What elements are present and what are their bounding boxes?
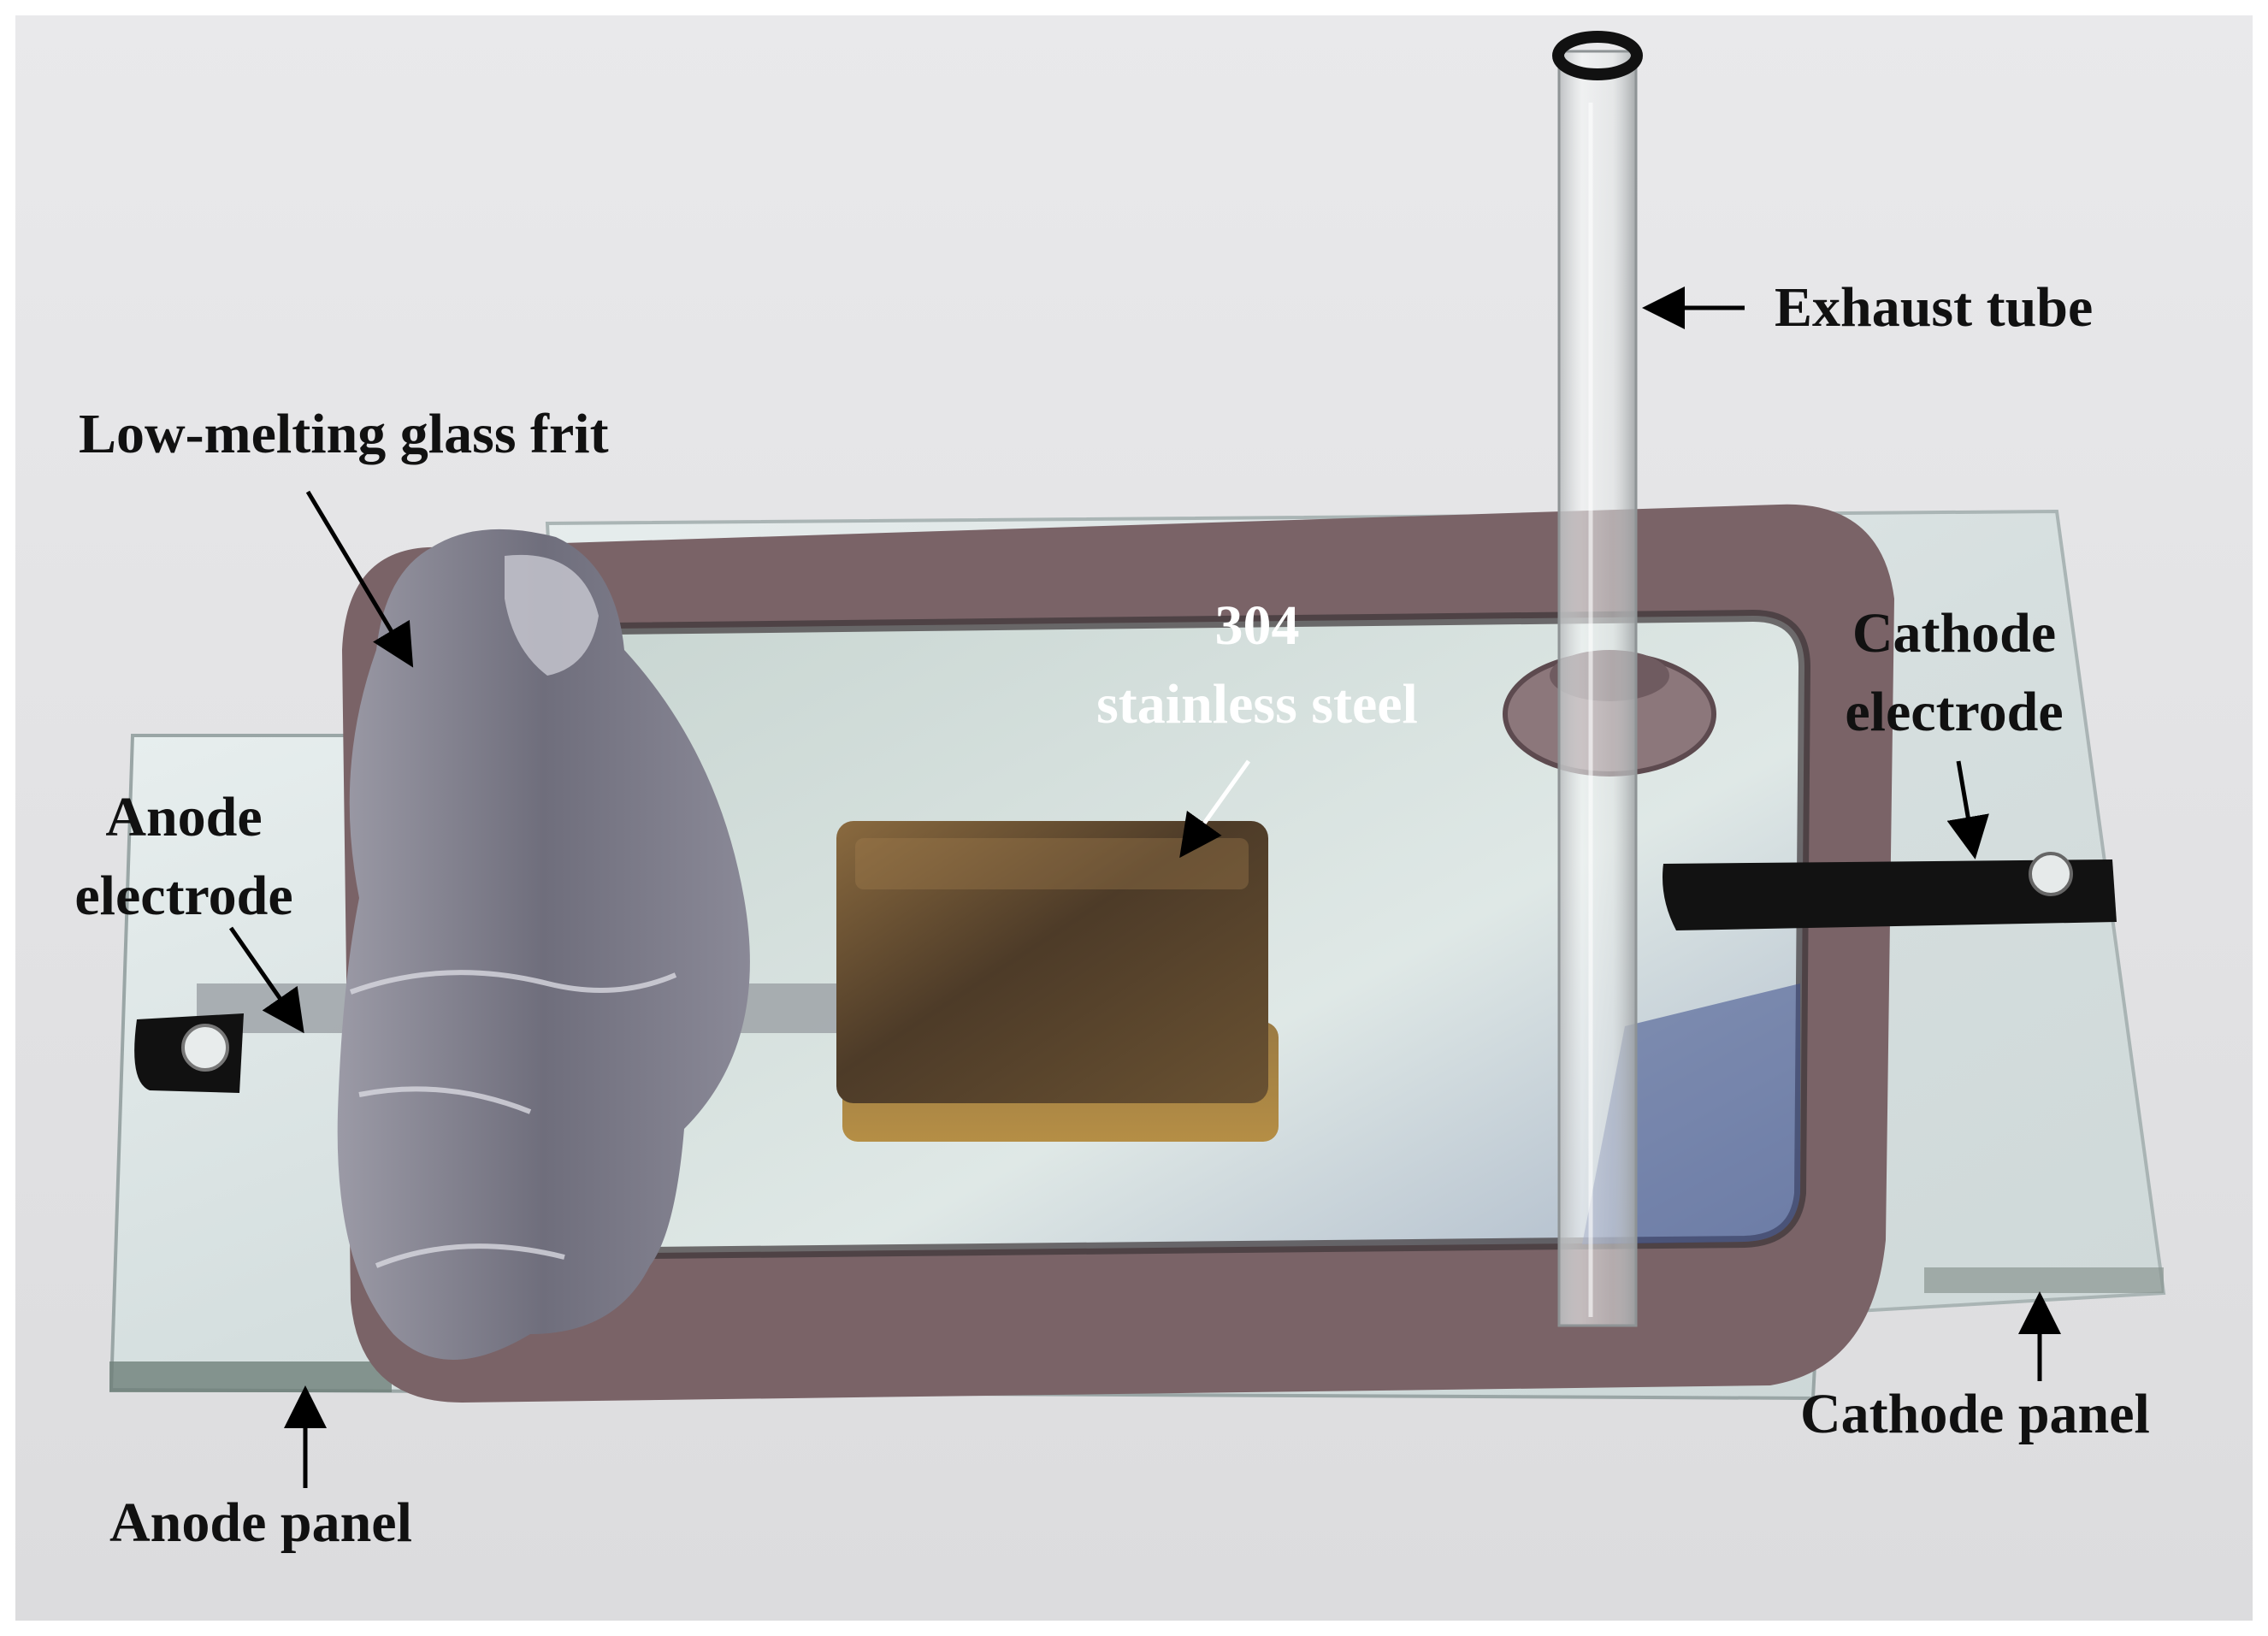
stainless-steel-shine [855,838,1249,889]
anode-panel-label: Anode panel [109,1491,412,1554]
foil-highlight [505,554,599,676]
cathode-electrode-label: Cathode electrode [1800,594,2108,752]
stainless-steel-arrow [1179,759,1251,859]
cathode-electrode-strip [1663,859,2117,930]
cathode-panel-edge [1924,1267,2164,1293]
glass-frit-arrow [305,490,414,668]
exhaust-tube-label: Exhaust tube [1775,276,2094,339]
anode-electrode-hole [181,1024,229,1072]
cathode-electrode-arrow [1946,760,1989,859]
anode-electrode-arrow [228,926,304,1034]
anode-electrode-label-line2: electrode [74,865,293,927]
anode-electrode-label-line1: Anode [105,786,263,848]
exhaust-tube [1557,50,1638,1327]
stainless-steel-label-line2: stainless steel [1096,673,1418,735]
foil-crinkle [349,970,677,1268]
stainless-steel-label: 304 stainless steel [1035,587,1480,744]
stainless-steel-label-line1: 304 [1214,594,1300,657]
glass-frit-label: Low-melting glass frit [79,403,609,465]
aluminum-foil-wrap [337,529,750,1360]
anode-electrode-label: Anode electrode [38,778,329,936]
exhaust-tube-rim [1552,31,1643,80]
cathode-electrode-label-line2: electrode [1845,681,2064,743]
cathode-electrode-hole [2029,852,2073,896]
cathode-electrode-label-line1: Cathode [1852,602,2057,664]
cathode-panel-label: Cathode panel [1800,1383,2150,1445]
stainless-steel-block [836,821,1268,1103]
anode-panel-edge [109,1361,392,1392]
